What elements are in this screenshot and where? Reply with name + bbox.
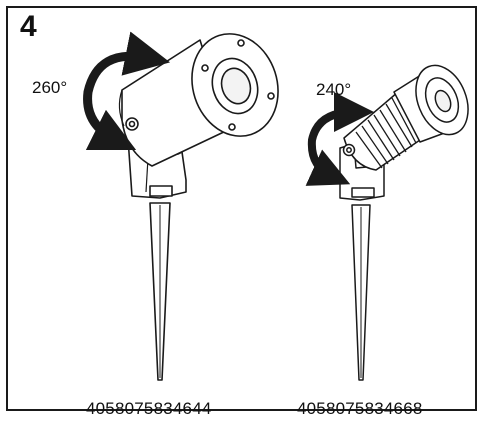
step-number: 4	[20, 10, 37, 43]
article-number-left: 4058075834644	[86, 399, 212, 418]
spotlight-left	[118, 33, 279, 381]
rotation-angle-label-right: 240°	[316, 80, 352, 99]
rotation-angle-label-left: 260°	[32, 78, 68, 97]
rotation-arrow-right	[305, 92, 374, 186]
spotlight-right	[339, 64, 469, 381]
article-number-right: 4058075834668	[297, 399, 423, 418]
rotation-arrow-left	[83, 31, 171, 151]
figure-frame	[6, 6, 477, 411]
